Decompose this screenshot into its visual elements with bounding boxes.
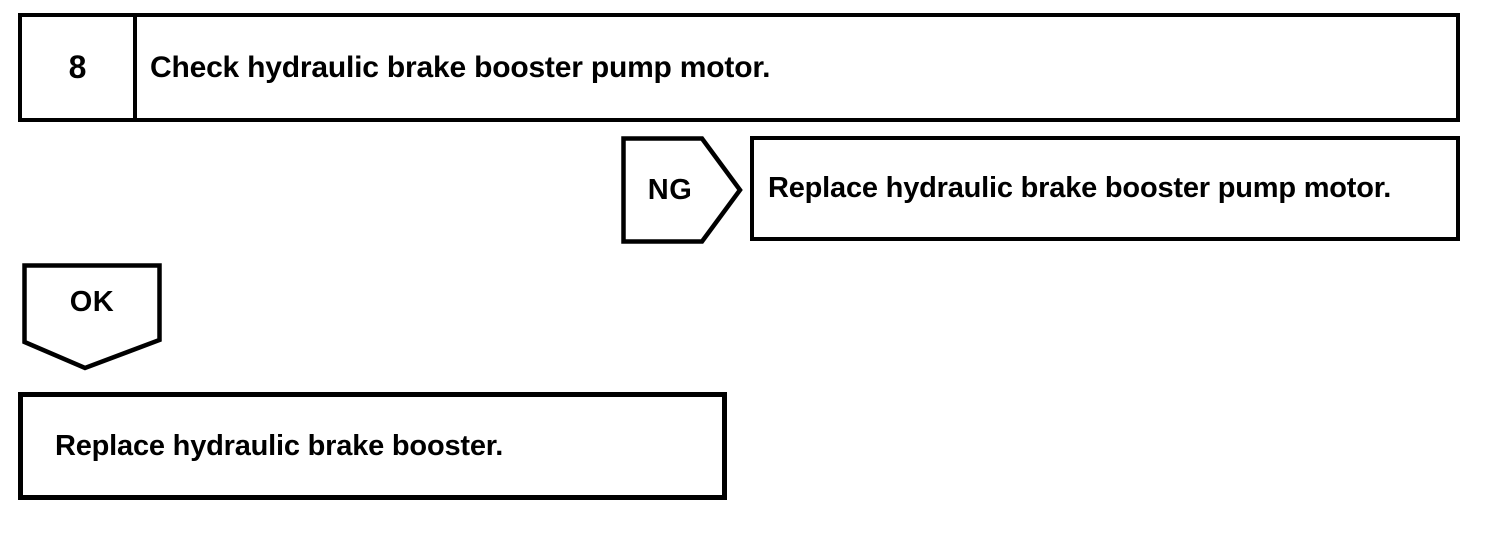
ok-action-box: Replace hydraulic brake booster. <box>18 392 727 500</box>
ok-label: OK <box>69 285 115 318</box>
step-instruction: Check hydraulic brake booster pump motor… <box>150 50 771 84</box>
ok-connector: OK <box>22 263 162 371</box>
ng-action-text: Replace hydraulic brake booster pump mot… <box>768 172 1392 204</box>
step-number-cell: 8 <box>22 17 137 118</box>
ok-action-text: Replace hydraulic brake booster. <box>55 429 504 462</box>
ng-connector: NG <box>621 136 743 244</box>
ng-action-box: Replace hydraulic brake booster pump mot… <box>750 136 1460 241</box>
ng-arrow-pentagon-icon <box>621 136 743 244</box>
ok-arrow-pentagon-icon <box>22 263 162 371</box>
step-number: 8 <box>68 49 87 85</box>
step-box: 8 Check hydraulic brake booster pump mot… <box>18 13 1460 122</box>
ng-label: NG <box>647 173 693 206</box>
